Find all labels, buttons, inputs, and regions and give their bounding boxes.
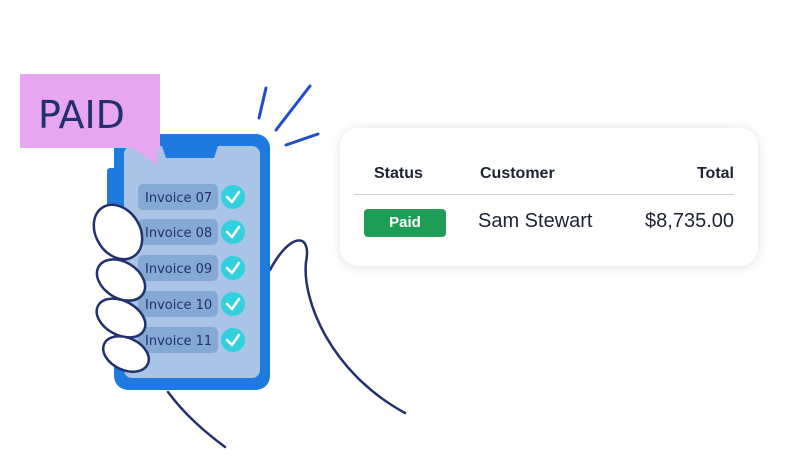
finger [95,258,147,302]
emphasis-line [274,84,312,132]
invoice-label: Invoice 10 [145,298,212,313]
paid-sticker-label: PAID [38,93,125,137]
check-circle-icon [221,292,245,316]
phone-notch [162,146,218,158]
column-header-total: Total [696,165,734,182]
invoice-pill [138,327,218,353]
check-circle-icon [221,185,245,209]
invoice-pill [138,219,218,245]
invoice-status-card: Status Customer Total Paid Sam Stewart $… [340,128,758,266]
check-circle-icon [221,220,245,244]
check-icon [225,297,241,311]
check-icon [225,261,241,275]
customer-name: Sam Stewart [478,210,593,232]
finger [95,297,147,339]
invoice-pill [138,255,218,281]
hand-fingers [92,203,151,373]
invoice-label: Invoice 07 [145,191,212,206]
column-header-customer: Customer [480,165,555,182]
emphasis-lines [257,84,320,147]
paid-sticker-tail [132,147,157,165]
paid-sticker-body [20,74,160,148]
invoice-list: Invoice 07 Invoice 08 Invoice 09 Invoice… [138,184,245,353]
emphasis-line [257,86,268,120]
invoice-pill [138,291,218,317]
check-circle-icon [221,328,245,352]
arm-outline [166,390,227,449]
invoice-label: Invoice 08 [145,226,212,241]
table-header-row: Status Customer Total [354,160,734,195]
status-badge: Paid [364,209,446,237]
total-amount: $8,735.00 [645,210,734,232]
check-icon [225,190,241,204]
check-icon [225,225,241,239]
invoice-pill [138,184,218,210]
invoice-label: Invoice 11 [145,334,212,349]
finger [92,203,144,261]
phone-side-button [107,168,116,206]
invoice-label: Invoice 09 [145,262,212,277]
check-icon [225,333,241,347]
column-header-status: Status [374,165,423,182]
check-circle-icon [221,256,245,280]
emphasis-line [284,132,320,147]
finger [101,335,151,373]
arm-outline-right [268,239,407,415]
paid-sticker: PAID [20,74,160,165]
